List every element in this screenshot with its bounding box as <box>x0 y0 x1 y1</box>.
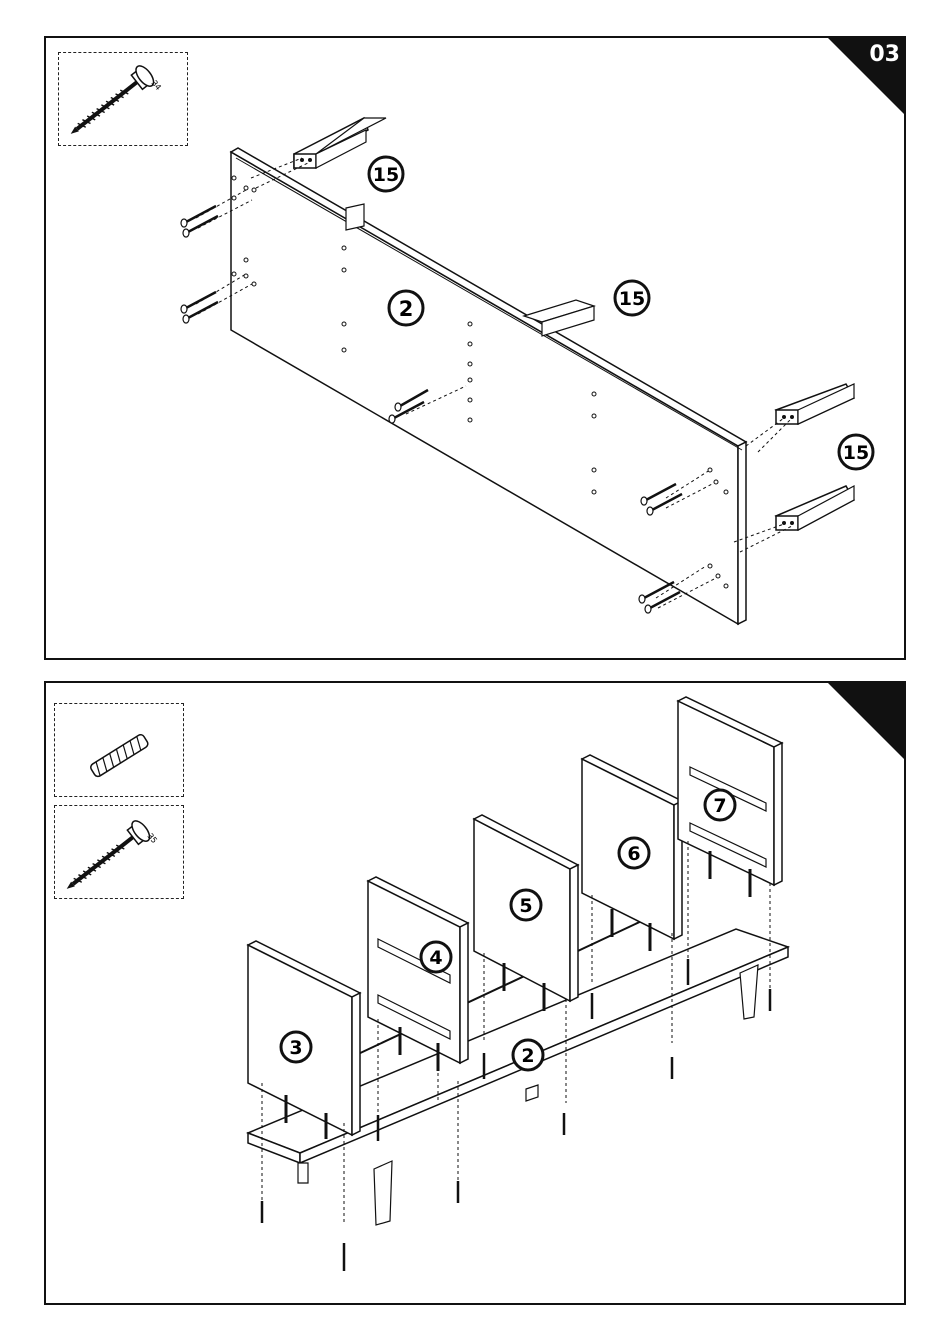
svg-text:3: 3 <box>289 1037 302 1059</box>
part-label-panel-7: 7 <box>705 790 735 820</box>
svg-text:6: 6 <box>627 843 640 865</box>
part-label-foot-2: 15 <box>615 281 649 315</box>
part-label-panel-5: 5 <box>511 890 541 920</box>
step-04-panel: 35 <box>44 681 906 1305</box>
step-03-diagram: 15 2 15 15 <box>46 38 904 658</box>
svg-text:15: 15 <box>373 164 399 186</box>
svg-text:15: 15 <box>619 288 645 310</box>
svg-text:2: 2 <box>521 1045 534 1067</box>
svg-text:15: 15 <box>843 442 869 464</box>
part-label-base-2: 2 <box>513 1040 543 1070</box>
part-label-panel-3: 3 <box>281 1032 311 1062</box>
svg-text:2: 2 <box>399 297 414 321</box>
svg-text:4: 4 <box>429 947 442 969</box>
part-label-panel-4: 4 <box>421 942 451 972</box>
part-label-foot-1: 15 <box>369 157 403 191</box>
part-label-panel-2: 2 <box>389 291 423 325</box>
step-04-diagram: 3 4 5 6 7 2 <box>46 683 904 1303</box>
part-label-panel-6: 6 <box>619 838 649 868</box>
part-label-foot-3: 15 <box>839 435 873 469</box>
svg-text:7: 7 <box>713 795 726 817</box>
svg-text:5: 5 <box>519 895 532 917</box>
step-03-panel: 34 03 <box>44 36 906 660</box>
